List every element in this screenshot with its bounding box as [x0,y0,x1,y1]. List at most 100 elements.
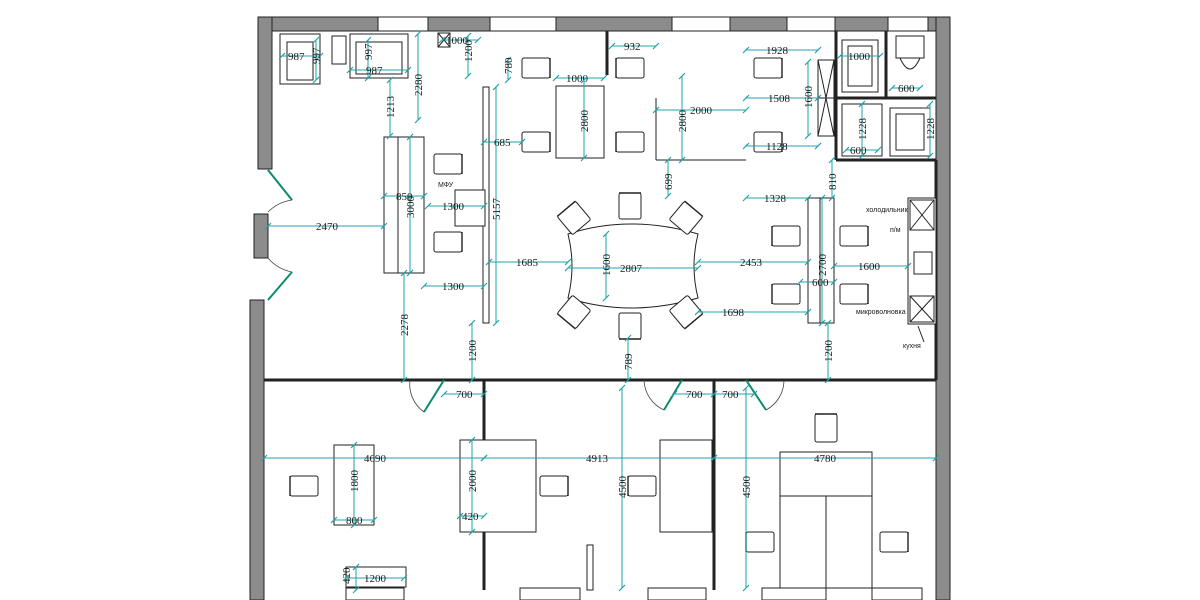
dimension: 1685 [485,257,572,269]
dimension: 700 [670,389,718,401]
dimension-tick [474,36,482,44]
dimension-tick [424,202,432,210]
dimension-label: 700 [456,389,473,401]
dimension-label: 5157 [491,198,503,221]
dimension-label: 1328 [764,193,787,205]
dimension-tick [518,138,526,146]
chair [839,283,869,305]
chair [521,57,551,79]
chair [669,200,704,235]
dimension: 810 [827,156,839,202]
chairs [289,57,909,553]
dimension-tick [926,152,934,160]
dimension-tick [824,319,832,327]
dimension: 800 [330,515,378,527]
dimension-tick [352,586,360,594]
dimension-tick [664,192,672,200]
dimension-tick [828,194,836,202]
dimension-tick [814,46,822,54]
dimension-tick [330,516,338,524]
dimension-label: 2700 [817,254,829,277]
chair [745,531,775,553]
dimension-tick [904,262,912,270]
dimension: 700 [710,389,758,401]
dimension: 4500 [617,384,629,592]
dimension-label: 2280 [413,74,425,97]
microwave-label: микроволновка [856,309,906,316]
dimension-tick [370,516,378,524]
dimension-tick [480,202,488,210]
dimension-tick [670,390,678,398]
desks-top [555,85,746,161]
dimension-label: 1600 [858,261,881,273]
dimension: 2800 [677,72,689,164]
shelving-unit [817,59,835,137]
dimension-tick [828,156,836,164]
dimension-tick [694,308,702,316]
dimension-label: 780 [503,57,515,74]
chair [814,413,838,443]
dimension-label: 685 [494,137,511,149]
reception-desk [383,136,425,274]
dimension-label: 2000 [467,470,479,493]
fridge-label: холодильник [866,207,909,214]
chair [433,153,463,175]
dimension-label: 4913 [586,453,609,465]
chair [771,225,801,247]
dimension-label: 1213 [385,96,397,119]
dimension-tick [750,390,758,398]
dimension-label: 1600 [601,254,613,277]
dimension-tick [480,512,488,520]
dimension-tick [264,222,272,230]
top-windows [377,16,929,32]
dimension: 2800 [579,76,591,162]
dimension: 600 [888,83,924,95]
dimension: 600 [842,145,882,157]
dimension-tick [858,152,866,160]
dimension-tick [814,94,822,102]
dimension: 997 [311,36,323,84]
dimension: 2453 [694,257,812,269]
dimension-tick [440,390,448,398]
dimension: 4780 [710,453,940,465]
dimension-tick [624,334,632,342]
dimension-tick [312,36,320,44]
dimension-label: 2453 [740,257,763,269]
dimension: 1300 [420,281,488,293]
dimension-tick [364,74,372,82]
chair [433,231,463,253]
dimension-label: 1600 [803,86,815,109]
dimension-tick [492,319,500,327]
dimension-tick [380,192,388,200]
dimension-label: 1200 [463,40,475,63]
dimension-tick [420,192,428,200]
chair [879,531,909,553]
kitchen-label: кухня [903,343,921,350]
dimension-tick [464,72,472,80]
dimension-tick [350,441,358,449]
dimension-tick [710,454,718,462]
dimension-label: 2807 [620,263,643,275]
dimension: 1000 [438,35,482,47]
dimension-label: 810 [827,173,839,190]
dimension-label: 4500 [617,476,629,499]
dimension-tick [624,376,632,384]
doors [267,32,785,413]
dimension-tick [652,42,660,50]
chair [615,131,645,153]
dimension-tick [742,94,750,102]
dimension-label: 420 [462,511,479,523]
dimension-label: 850 [396,191,413,203]
dimension-tick [932,454,940,462]
workstation-right [807,197,835,324]
dimension-tick [485,258,493,266]
dimension-tick [414,30,422,38]
dimension-tick [580,154,588,162]
dimension-tick [346,66,354,74]
dimension: 2000 [652,105,750,117]
dimension: 420 [456,511,488,523]
dimension: 1928 [742,45,822,57]
dimension-tick [468,436,476,444]
dimension: 1213 [385,76,397,140]
dimension: 1128 [742,141,822,153]
